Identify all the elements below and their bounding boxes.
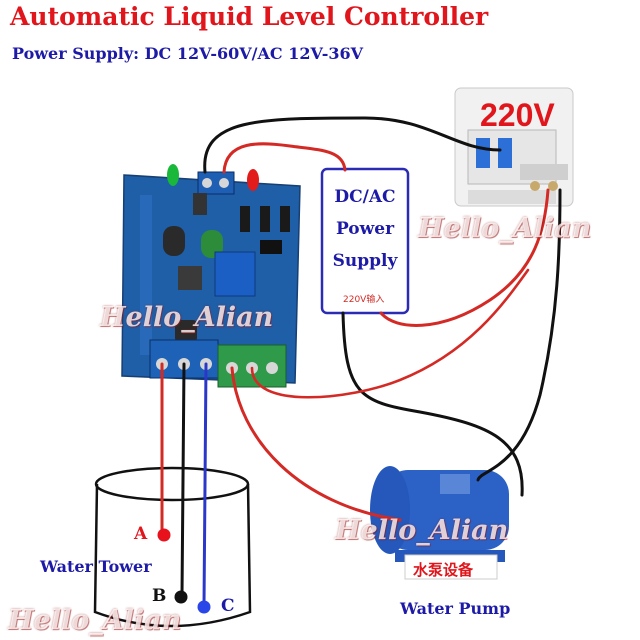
page-title: Automatic Liquid Level Controller	[10, 2, 489, 31]
water-tower-container	[93, 466, 252, 628]
breaker-voltage-label: 220V	[480, 97, 555, 133]
water-tower-label: Water Tower	[40, 557, 152, 576]
probe-a-dot	[157, 528, 171, 542]
water-pump	[370, 466, 509, 580]
watermark: Hello_Alian	[418, 213, 592, 244]
circuit-breaker	[454, 87, 574, 207]
water-pump-label: Water Pump	[400, 599, 511, 618]
pump-chinese-label: 水泵设备	[413, 561, 474, 579]
probe-b-label: B	[152, 586, 167, 606]
probe-c-label: C	[221, 596, 235, 616]
watermark: Hello_Alian	[100, 302, 274, 333]
probe-b-dot	[174, 590, 188, 604]
page-subtitle: Power Supply: DC 12V-60V/AC 12V-36V	[12, 44, 364, 63]
power-supply-line1: DC/AC	[334, 187, 396, 207]
power-supply-line2: Power	[335, 219, 395, 239]
controller-board	[121, 164, 301, 388]
watermark: Hello_Alian	[8, 605, 182, 636]
probe-c-dot	[197, 600, 211, 614]
power-supply-input-label: 220V输入	[343, 295, 385, 305]
power-supply-line3: Supply	[332, 251, 398, 271]
probe-a-label: A	[134, 524, 148, 544]
wires	[160, 116, 562, 607]
watermark: Hello_Alian	[335, 515, 509, 546]
power-supply-box	[320, 167, 410, 315]
